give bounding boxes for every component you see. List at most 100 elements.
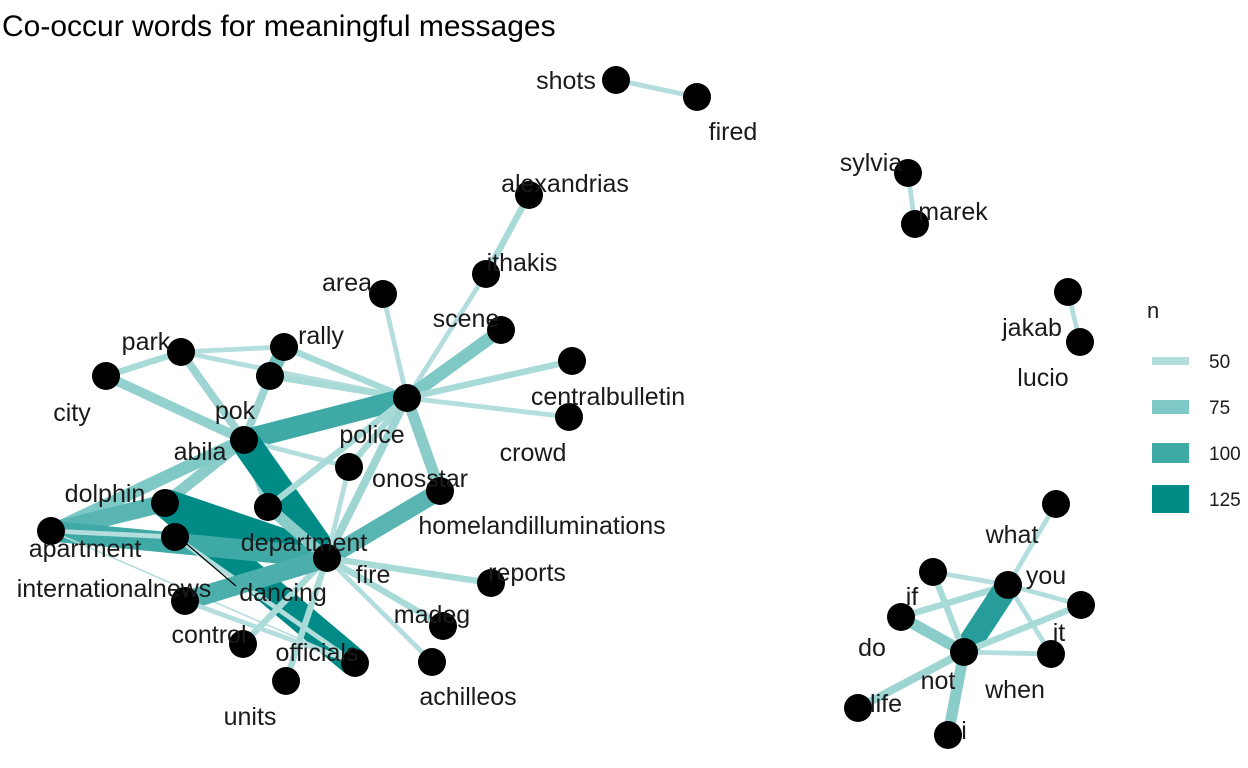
edge-not-i — [942, 650, 970, 737]
node-i — [934, 721, 962, 749]
node-label-what: what — [985, 521, 1039, 549]
node-label-control: control — [171, 621, 246, 649]
edge-not-when — [963, 649, 1052, 657]
node-reports — [477, 569, 505, 597]
edge-fire-madeg — [325, 555, 445, 629]
node-lucio — [1066, 328, 1094, 356]
node-label-internationalnews: internationalnews — [17, 575, 212, 603]
node-label-centralbulletin: centralbulletin — [531, 383, 685, 411]
edge-area-police — [380, 293, 410, 399]
node-not — [950, 638, 978, 666]
node-label-madeg: madeg — [394, 601, 470, 629]
node-achilleos — [418, 648, 446, 676]
node-crowd — [555, 403, 583, 431]
node-label-if: if — [906, 583, 919, 611]
edge-apartment-internationalnews — [50, 528, 176, 540]
edge-internationalnews-dancing — [173, 535, 357, 665]
node-label-i: i — [961, 717, 967, 745]
legend-label-125: 125 — [1209, 490, 1241, 511]
legend-key-100 — [1152, 443, 1189, 463]
node-label-park: park — [122, 328, 171, 356]
edge-park-rally — [180, 344, 285, 355]
legend-key-125 — [1152, 485, 1189, 513]
node-label-reports: reports — [488, 559, 566, 587]
node-officials — [229, 630, 257, 658]
edge-not-life — [856, 648, 966, 712]
node-scene — [487, 316, 515, 344]
node-centralbulletin — [558, 347, 586, 375]
node-city — [92, 362, 120, 390]
edge-police-fire — [323, 396, 411, 560]
node-dancing — [341, 649, 369, 677]
edge-scene-police — [403, 324, 505, 404]
node-onosstar — [335, 453, 363, 481]
node-label-dolphin: dolphin — [65, 480, 146, 508]
node-label-homelandilluminations: homelandilluminations — [418, 512, 665, 540]
node-madeg — [429, 612, 457, 640]
node-homelandilluminations — [426, 477, 454, 505]
legend-title: n — [1147, 298, 1159, 323]
node-label-rally: rally — [298, 322, 344, 350]
edge-fire-onosstar — [324, 466, 352, 559]
edge-police-homelandilluminations — [401, 396, 446, 493]
node-do — [887, 603, 915, 631]
edge-dancing-control — [184, 598, 356, 666]
node-area — [369, 280, 397, 308]
node-label-abila: abila — [174, 438, 227, 466]
node-label-pok: pok — [215, 397, 256, 425]
node-shots — [602, 66, 630, 94]
node-label-dancing: dancing — [239, 579, 327, 607]
edge-fire-homelandilluminations — [322, 483, 445, 566]
node-label-onosstar: onosstar — [372, 465, 468, 493]
node-apartment — [37, 517, 65, 545]
node-units — [272, 667, 300, 695]
node-if — [919, 558, 947, 586]
node-life — [844, 694, 872, 722]
node-label-units: units — [224, 703, 277, 731]
node-label-fire: fire — [356, 561, 391, 589]
node-label-jakab: jakab — [1001, 314, 1062, 342]
node-it — [1067, 591, 1095, 619]
node-control — [171, 587, 199, 615]
node-label-city: city — [53, 399, 91, 427]
legend-label-75: 75 — [1209, 398, 1230, 419]
node-police — [393, 384, 421, 412]
edge-city-abila — [103, 371, 247, 445]
node-label-fired: fired — [709, 118, 758, 146]
node-label-do: do — [858, 634, 886, 662]
node-label-apartment: apartment — [29, 535, 142, 563]
node-alexandrias — [515, 181, 543, 209]
node-department — [254, 493, 282, 521]
node-fire — [313, 544, 341, 572]
edge-fire-achilleos — [325, 556, 434, 664]
node-label-you: you — [1026, 562, 1066, 590]
node-label-achilleos: achilleos — [419, 683, 516, 711]
node-marek — [901, 210, 929, 238]
legend-key-75 — [1152, 400, 1189, 414]
edge-what-you — [1005, 502, 1059, 587]
node-dolphin — [151, 489, 179, 517]
node-label-life: life — [870, 690, 902, 718]
edge-abila-police — [241, 387, 410, 451]
node-when — [1037, 640, 1065, 668]
node-label-scene: scene — [433, 305, 500, 333]
edge-if-not — [930, 570, 967, 654]
edge-alexandrias-ithakis — [483, 193, 532, 276]
edge-park-abila — [177, 349, 248, 443]
edge-crowd-police — [406, 395, 570, 420]
legend-key-50 — [1152, 357, 1189, 365]
node-label-crowd: crowd — [500, 439, 567, 467]
node-what — [1042, 490, 1070, 518]
edge-centralbulletin-police — [406, 357, 573, 402]
node-label-not: not — [921, 667, 956, 695]
node-label-marek: marek — [918, 198, 988, 226]
node-pok — [256, 362, 284, 390]
node-label-it: it — [1053, 619, 1066, 647]
node-jakab — [1054, 278, 1082, 306]
legend-label-50: 50 — [1209, 352, 1230, 373]
edge-fire-control — [182, 548, 330, 611]
node-label-when: when — [984, 676, 1045, 704]
edge-rally-police — [282, 344, 409, 401]
node-fired — [683, 83, 711, 111]
